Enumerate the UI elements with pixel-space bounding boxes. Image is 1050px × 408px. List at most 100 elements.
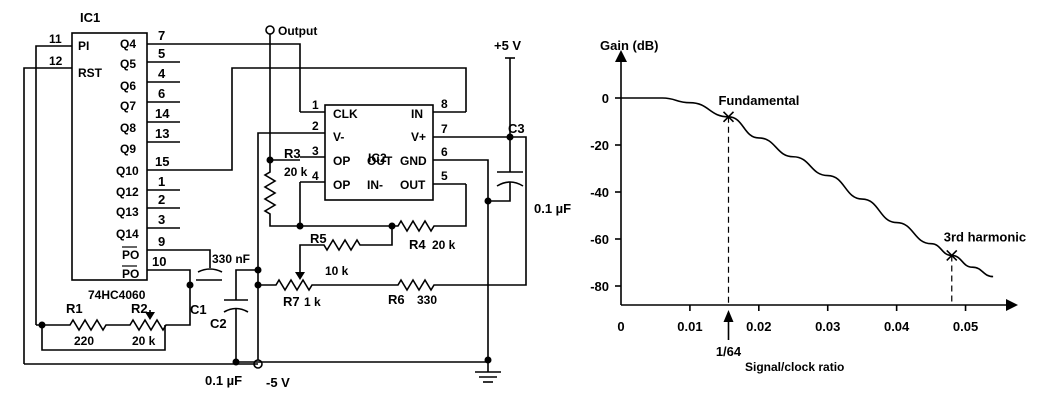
- ic1-pin-name-q8: Q8: [120, 121, 136, 135]
- ic1-pin-name-po-10: PO: [122, 267, 139, 281]
- r6-label: R6: [388, 292, 405, 307]
- r3-value: 20 k: [284, 165, 308, 179]
- wire-rst: [23, 67, 42, 364]
- ic1-pin-name-q10: Q10: [116, 164, 139, 178]
- resistors-r7-r6: [258, 136, 527, 292]
- r2-value: 20 k: [132, 334, 156, 348]
- ic1-part: 74HC4060: [88, 288, 146, 302]
- output-label: Output: [278, 24, 317, 38]
- c2-value: 0.1 µF: [205, 373, 242, 388]
- ic2-pin-name-in: IN: [411, 107, 423, 121]
- ic1-body: [71, 32, 148, 281]
- one-64-arrow-icon: [723, 310, 734, 322]
- harmonic-label: 3rd harmonic: [944, 229, 1026, 244]
- ic2-pin-name-out: OUT: [400, 178, 426, 192]
- ic1-pin-num-14: 14: [155, 106, 170, 121]
- ic1-pin-num-12: 12: [49, 54, 63, 68]
- x-tick-label: 0.02: [746, 319, 771, 334]
- ic2-pin-num-5: 5: [441, 169, 448, 183]
- ic1-pin-name-q7: Q7: [120, 99, 136, 113]
- ic2-pin-num-8: 8: [441, 97, 448, 111]
- wire-gnd: [466, 159, 489, 360]
- ic1-pin-name-q9: Q9: [120, 142, 136, 156]
- schematic: IC1 74HC4060 1 1 12 PI RST Q4 Q5 Q6 Q7: [23, 10, 571, 390]
- ic1-pin-name-rst: RST: [78, 66, 103, 80]
- ic1-pin-num-6: 6: [158, 86, 165, 101]
- chart-xlabel: Signal/clock ratio: [745, 360, 844, 374]
- chart-ylabel: Gain (dB): [600, 38, 659, 53]
- y-tick-label: -20: [590, 138, 609, 153]
- ic2-pin-num-6: 6: [441, 145, 448, 159]
- ic1-pin-name-q12: Q12: [116, 185, 139, 199]
- ic1-pin-name-po-9: PO: [122, 248, 139, 262]
- ic1-ref: IC1: [80, 10, 100, 25]
- x-tick-label: 0.03: [815, 319, 840, 334]
- ic1-pin-num-10: 10: [152, 254, 166, 269]
- c1-value: 330 nF: [212, 252, 250, 266]
- fundamental-label: Fundamental: [718, 93, 799, 108]
- ic2-mid-in-minus: IN-: [367, 178, 383, 192]
- ic2-pin-name-op-3: OP: [333, 154, 350, 168]
- resistor-r5: [299, 226, 393, 258]
- gain-curve: [621, 97, 994, 278]
- ic1-pin-num-1: 1: [158, 174, 165, 189]
- c2-label: C2: [210, 316, 227, 331]
- ic1-pin-name-q6: Q6: [120, 79, 136, 93]
- r1-label: R1: [66, 301, 83, 316]
- resistor-r3: [263, 160, 301, 227]
- r1-value: 220: [74, 334, 94, 348]
- wire-q4-clk: [180, 43, 301, 112]
- ic1-right-pins: Q4 Q5 Q6 Q7 Q8 Q9 Q10 Q12 Q13 Q14 PO PO …: [116, 28, 180, 281]
- ic1-pin-name-q4: Q4: [120, 37, 136, 51]
- ic1-pin-num-5: 5: [158, 46, 165, 61]
- r5-label: R5: [310, 231, 327, 246]
- ic2-pin-num-2: 2: [312, 119, 319, 133]
- vminus-label: -5 V: [266, 375, 290, 390]
- ic2-pin-name-op-4: OP: [333, 178, 350, 192]
- ic1-pin-name-q5: Q5: [120, 57, 136, 71]
- r4-label: R4: [409, 237, 426, 252]
- r6-value: 330: [417, 293, 437, 307]
- ic2-pin-num-1: 1: [312, 98, 319, 112]
- ic1-pin-num-7: 7: [158, 28, 165, 43]
- wire-vminus: [257, 132, 300, 360]
- ic2-ref: IC2: [368, 151, 387, 165]
- ic2-pin-num-4: 4: [312, 169, 319, 183]
- resistors-r1-r2: [36, 285, 191, 332]
- r3-label: R3: [284, 146, 301, 161]
- r7-value: 1 k: [304, 295, 321, 309]
- wire-pi: [35, 45, 42, 325]
- ic1-pin-num-15: 15: [155, 154, 169, 169]
- y-tick-label: -80: [590, 279, 609, 294]
- r7-label: R7: [283, 294, 300, 309]
- r4-value: 20 k: [432, 238, 456, 252]
- r2-label: R2: [131, 301, 148, 316]
- ic2-pin-name-clk: CLK: [333, 107, 358, 121]
- wire-q10-in: [180, 67, 467, 171]
- c3-label: C3: [508, 121, 525, 136]
- ic2-pin-name-gnd: GND: [400, 154, 427, 168]
- ic2-pin-num-7: 7: [441, 122, 448, 136]
- y-axis-arrow-icon: [615, 50, 627, 62]
- x-tick-label: 0.04: [884, 319, 910, 334]
- capacitor-c1-plate-top: [197, 268, 223, 273]
- ic1-pin-name-pi: PI: [78, 39, 89, 53]
- gain-chart: Gain (dB) Signal/clock ratio 0-20-40-60-…: [590, 38, 1026, 374]
- ic1-pin-num-2: 2: [158, 192, 165, 207]
- ic2-pin-num-3: 3: [312, 144, 319, 158]
- c1-label: C1: [190, 302, 207, 317]
- ic1-pin-num-13: 13: [155, 126, 169, 141]
- output-terminal: [265, 25, 275, 35]
- ic1-pin-num-4: 4: [158, 66, 166, 81]
- ic2-mid-out: OUT: [367, 154, 393, 168]
- ic2-pin-name-vminus: V-: [333, 130, 344, 144]
- ic1-pin-name-q14: Q14: [116, 227, 139, 241]
- ground-icon: [475, 360, 501, 383]
- x-tick-label: 0: [617, 319, 624, 334]
- resistor-r4: [300, 184, 467, 233]
- x-tick-label: 0.05: [953, 319, 978, 334]
- x-tick-label: 0.01: [677, 319, 702, 334]
- ic1-pin-num-3: 3: [158, 212, 165, 227]
- one-64-label: 1/64: [716, 344, 742, 359]
